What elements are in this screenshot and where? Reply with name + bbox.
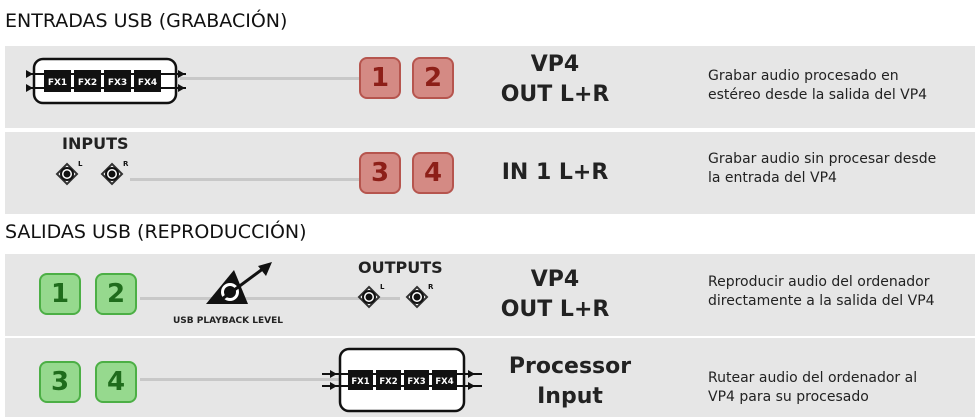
usb-output-channel-1: 1 <box>39 273 81 315</box>
destination-label: Processor Input <box>508 354 632 409</box>
destination-label: VP4 OUT L+R <box>500 52 610 107</box>
svg-text:FX4: FX4 <box>138 78 157 88</box>
usb-output-channel-4: 4 <box>95 361 137 403</box>
output-jacks-icon: L R <box>357 283 434 309</box>
signal-wire <box>130 178 360 181</box>
row-description: Grabar audio sin procesar desde la entra… <box>708 151 937 186</box>
outputs-label: OUTPUTS <box>358 258 443 277</box>
svg-text:FX1: FX1 <box>351 377 369 387</box>
jack-right: R <box>100 160 129 186</box>
fx-block: FX4 <box>134 70 161 92</box>
fx-block: FX1 <box>44 70 71 92</box>
fx-block: FX3 <box>104 70 131 92</box>
fx-chain-icon: FX1 FX2 FX3 FX4 <box>322 347 482 413</box>
svg-text:FX1: FX1 <box>48 78 67 88</box>
usb-input-channel-3: 3 <box>359 152 401 194</box>
fx-block: FX1 <box>348 370 373 390</box>
playback-row-direct <box>5 254 975 336</box>
fx-block: FX4 <box>432 370 457 390</box>
row-description: Rutear audio del ordenador al VP4 para s… <box>708 370 918 405</box>
svg-text:L: L <box>78 160 83 168</box>
playback-row-processor <box>5 338 975 417</box>
fx-block: FX2 <box>376 370 401 390</box>
jack-left: L <box>357 283 385 309</box>
fx-block: FX2 <box>74 70 101 92</box>
svg-text:FX3: FX3 <box>108 78 127 88</box>
fx-chain-icon: FX1 FX2 FX3 FX4 <box>26 57 186 105</box>
svg-text:FX2: FX2 <box>78 78 97 88</box>
usb-output-channel-3: 3 <box>39 361 81 403</box>
usb-input-channel-1: 1 <box>359 57 401 99</box>
jack-right: R <box>405 283 434 309</box>
row-description: Reproducir audio del ordenador directame… <box>708 274 935 309</box>
inputs-section-title: ENTRADAS USB (GRABACIÓN) <box>5 10 288 32</box>
usb-input-channel-4: 4 <box>412 152 454 194</box>
svg-text:FX2: FX2 <box>379 377 397 387</box>
playback-level-knob-icon <box>206 262 272 304</box>
playback-level-label: USB PLAYBACK LEVEL <box>173 316 284 326</box>
input-jacks-icon: L R <box>55 160 129 186</box>
usb-input-channel-2: 2 <box>412 57 454 99</box>
destination-label: IN 1 L+R <box>501 160 609 185</box>
row-description: Grabar audio procesado en estéreo desde … <box>708 68 928 103</box>
svg-text:R: R <box>123 160 129 168</box>
svg-text:FX3: FX3 <box>407 377 425 387</box>
inputs-label: INPUTS <box>62 134 129 153</box>
signal-wire <box>140 378 340 381</box>
jack-left: L <box>55 160 83 186</box>
usb-output-channel-2: 2 <box>95 273 137 315</box>
svg-text:FX4: FX4 <box>435 377 453 387</box>
record-row-dry <box>5 132 975 214</box>
outputs-section-title: SALIDAS USB (REPRODUCCIÓN) <box>5 221 307 243</box>
destination-label: VP4 OUT L+R <box>500 267 610 322</box>
signal-wire <box>140 297 400 300</box>
svg-text:L: L <box>380 283 385 291</box>
svg-text:R: R <box>428 283 434 291</box>
fx-block: FX3 <box>404 370 429 390</box>
signal-wire <box>180 77 360 80</box>
